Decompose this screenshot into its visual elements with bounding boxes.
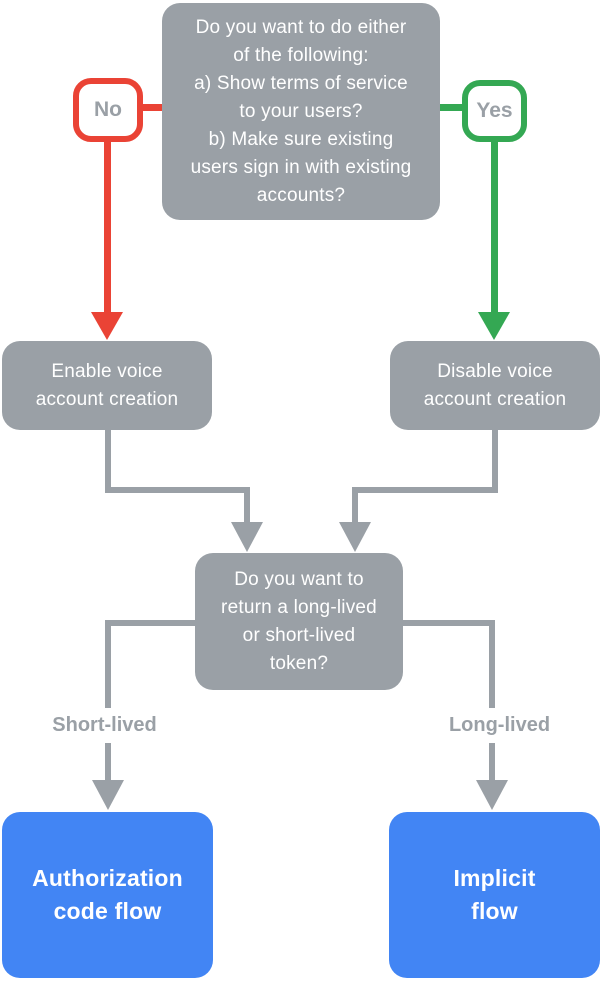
no-branch-arrowhead-icon [91,312,123,340]
short-lived-vertical-line [105,620,111,782]
no-branch-vertical-line [104,140,111,314]
implicit-flow-node: Implicit flow [389,812,600,978]
long-lived-horizontal-line [403,620,495,626]
question-node-terms-of-service: Do you want to do either of the followin… [162,3,440,220]
no-branch-horizontal-line [143,104,162,111]
authorization-code-flow-node: Authorization code flow [2,812,213,978]
yes-branch-vertical-line [491,140,498,314]
yes-branch-horizontal-line [440,104,462,111]
short-lived-horizontal-line [105,620,200,626]
enable-voice-account-creation-node: Enable voice account creation [2,341,212,430]
disable-out-vertical-line [492,430,498,493]
question-node-token-lifetime: Do you want to return a long-lived or sh… [195,553,403,690]
enable-out-horizontal-line [105,487,250,493]
disable-in-arrowhead-icon [339,522,371,552]
long-lived-vertical-line [489,620,495,782]
enable-out-vertical-line [105,430,111,493]
long-lived-arrowhead-icon [476,780,508,810]
long-lived-label: Long-lived [413,708,586,743]
yes-branch-arrowhead-icon [478,312,510,340]
disable-out-horizontal-line [352,487,498,493]
disable-voice-account-creation-node: Disable voice account creation [390,341,600,430]
yes-badge: Yes [462,80,527,142]
short-lived-arrowhead-icon [92,780,124,810]
short-lived-label: Short-lived [18,708,191,743]
no-badge: No [73,78,143,142]
enable-in-arrowhead-icon [231,522,263,552]
enable-in-vertical-line [244,487,250,524]
disable-in-vertical-line [352,487,358,524]
